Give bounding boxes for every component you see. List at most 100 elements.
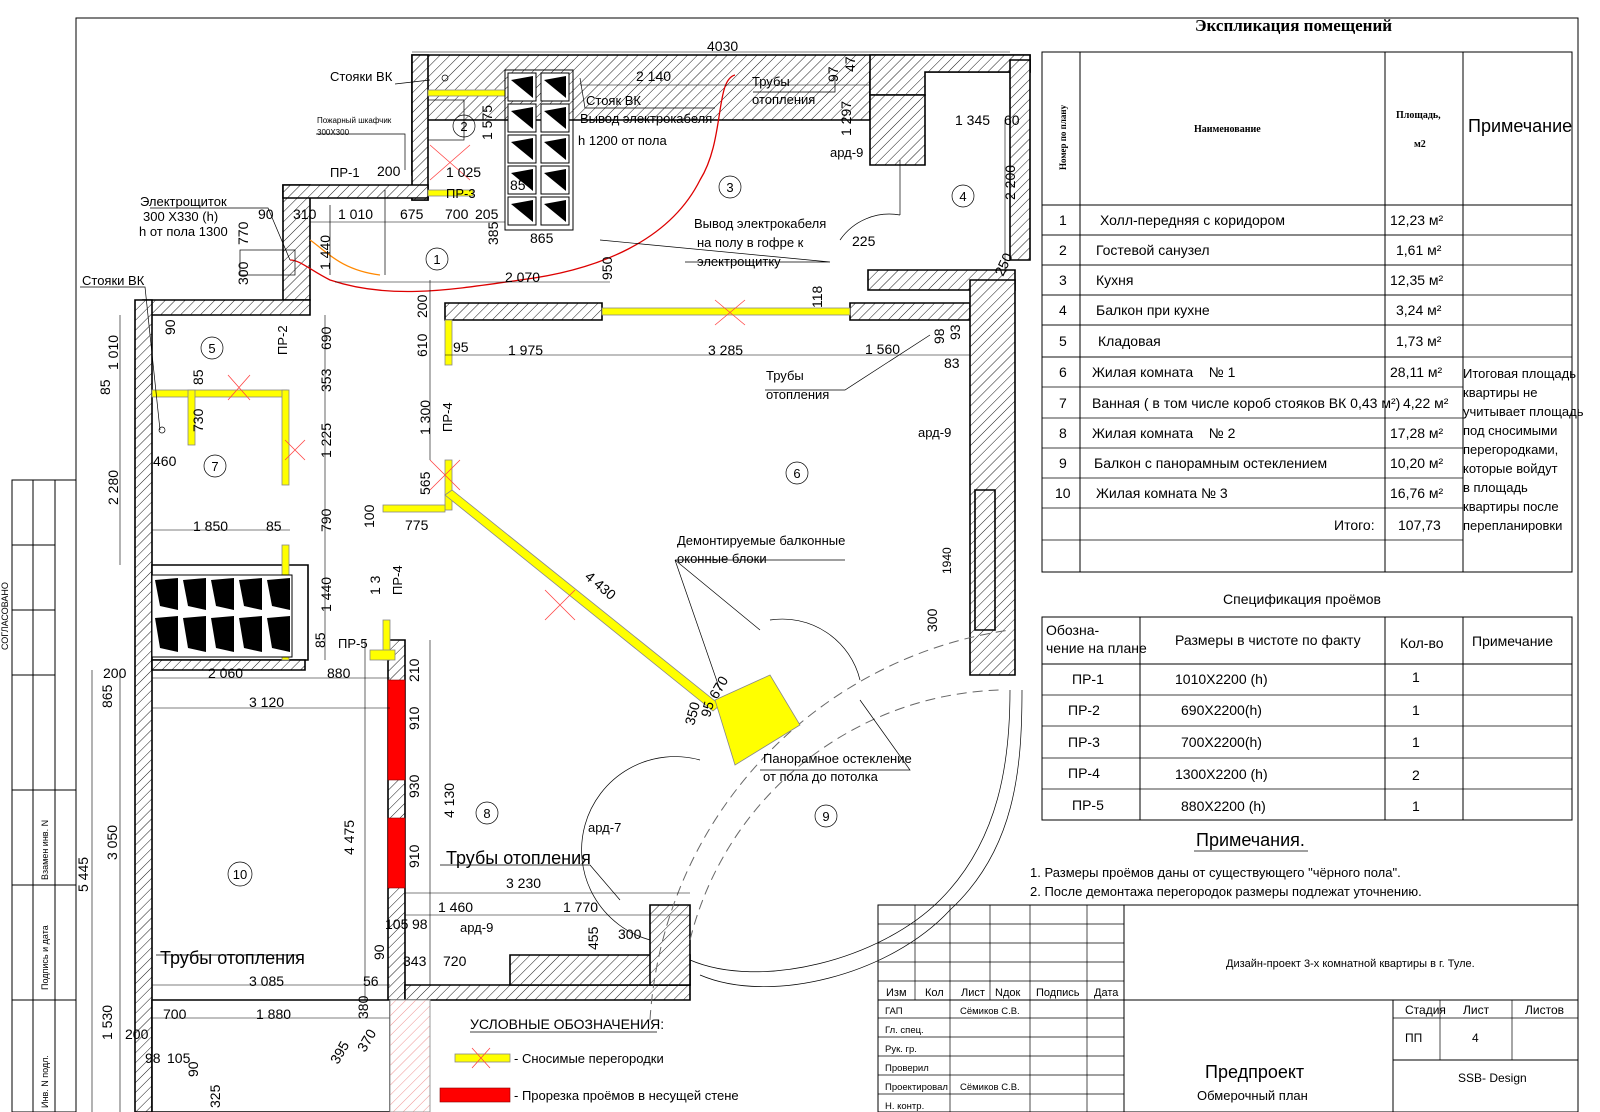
svg-text:4030: 4030 xyxy=(707,38,738,54)
svg-text:910: 910 xyxy=(406,706,422,730)
label-pipes-top-2: отопления xyxy=(752,92,815,107)
svg-text:85: 85 xyxy=(190,369,206,385)
svg-text:1: 1 xyxy=(1412,734,1420,750)
svg-text:Проверил: Проверил xyxy=(885,1063,929,1074)
svg-text:3 230: 3 230 xyxy=(506,875,541,891)
svg-text:93: 93 xyxy=(947,324,963,340)
svg-text:Проектировал: Проектировал xyxy=(885,1082,948,1093)
svg-text:300: 300 xyxy=(618,926,642,942)
svg-text:6: 6 xyxy=(793,466,800,481)
svg-text:1 560: 1 560 xyxy=(865,341,900,357)
dimension-lines xyxy=(91,51,1010,1112)
svg-text:90: 90 xyxy=(258,206,274,222)
room-8-marker: 8 xyxy=(475,801,499,825)
margin-sign-date: Подпись и дата xyxy=(40,925,50,990)
svg-text:1: 1 xyxy=(1412,702,1420,718)
leader-lines xyxy=(80,75,931,956)
stamp-col-date: Дата xyxy=(1094,987,1119,999)
sheet-frame: Взамен инв. N Подпись и дата Инв. N подл… xyxy=(0,17,1579,1112)
svg-text:85: 85 xyxy=(510,177,526,193)
row-1-area: 12,23 м² xyxy=(1390,212,1444,228)
svg-text:730: 730 xyxy=(190,408,206,432)
svg-text:910: 910 xyxy=(406,844,422,868)
stamp-gap-name: Сёмиков С.В. xyxy=(960,1006,1020,1017)
label-pipes-mid-2: отопления xyxy=(766,387,829,402)
svg-text:118: 118 xyxy=(809,285,825,308)
notes-title: Примечания. xyxy=(1196,830,1305,850)
stamp-title-2: Обмерочный план xyxy=(1197,1088,1308,1103)
label-pr4-b: ПР-4 xyxy=(390,565,405,595)
stamp-title-1: Предпроект xyxy=(1205,1062,1304,1082)
svg-text:1 575: 1 575 xyxy=(479,105,495,140)
svg-text:7: 7 xyxy=(211,459,218,474)
svg-text:2 060: 2 060 xyxy=(208,665,243,681)
openings-header-mark-1: Обозна- xyxy=(1046,622,1099,638)
legend-item-openings: - Прорезка проёмов в несущей стене xyxy=(514,1088,739,1103)
row-10-area: 16,76 м² xyxy=(1390,485,1444,501)
electrical-cables xyxy=(289,74,736,293)
svg-text:квартиры не: квартиры не xyxy=(1463,385,1537,400)
svg-text:85: 85 xyxy=(97,379,113,395)
label-panoramic-2: от пола до потолка xyxy=(763,769,879,784)
svg-text:85: 85 xyxy=(266,518,282,534)
row-1-name: Холл-передняя с коридором xyxy=(1100,212,1285,228)
svg-text:1 530: 1 530 xyxy=(99,1005,115,1040)
svg-text:4: 4 xyxy=(959,189,966,204)
row-5-name: Кладовая xyxy=(1098,333,1161,349)
legend: УСЛОВНЫЕ ОБОЗНАЧЕНИЯ: - Сносимые перегор… xyxy=(439,1016,739,1103)
svg-text:2 070: 2 070 xyxy=(505,269,540,285)
openings-header-note: Примечание xyxy=(1472,633,1553,649)
margin-agreed: СОГЛАСОВАНО xyxy=(0,582,10,650)
svg-text:2: 2 xyxy=(460,119,467,134)
svg-text:под сносимыми: под сносимыми xyxy=(1463,423,1557,438)
svg-text:1 975: 1 975 xyxy=(508,342,543,358)
openings-header-qty: Кол-во xyxy=(1400,635,1444,651)
svg-text:100: 100 xyxy=(361,504,377,528)
row-3-area: 12,35 м² xyxy=(1390,272,1444,288)
row-7-name: Ванная ( в том числе короб стояков ВК 0,… xyxy=(1092,395,1400,411)
svg-text:1: 1 xyxy=(433,252,440,267)
stamp-col-izm: Изм xyxy=(886,987,907,999)
svg-text:1 460: 1 460 xyxy=(438,899,473,915)
svg-text:300: 300 xyxy=(235,261,251,285)
row-6-name: Жилая комната № 1 xyxy=(1092,364,1236,380)
svg-text:200: 200 xyxy=(125,1026,149,1042)
explication-header-area: Площадь, xyxy=(1396,110,1441,121)
svg-text:Рук. гр.: Рук. гр. xyxy=(885,1044,917,1055)
svg-text:210: 210 xyxy=(406,658,422,682)
label-pr5: ПР-5 xyxy=(338,636,368,651)
svg-text:4 430: 4 430 xyxy=(582,568,619,603)
room-6-marker: 6 xyxy=(785,461,809,485)
explication-table: Экспликация помещений Номер по плану Наи… xyxy=(1041,16,1584,573)
row-9-num: 9 xyxy=(1059,455,1067,471)
svg-text:98: 98 xyxy=(412,916,428,932)
svg-text:200: 200 xyxy=(414,294,430,318)
row-9-area: 10,20 м² xyxy=(1390,455,1444,471)
svg-text:720: 720 xyxy=(443,953,467,969)
svg-text:которые войдут: которые войдут xyxy=(1463,461,1558,476)
svg-text:85: 85 xyxy=(312,632,328,648)
svg-text:2 140: 2 140 xyxy=(636,68,671,84)
notes-line-2: 2. После демонтажа перегородок размеры п… xyxy=(1030,884,1422,899)
label-risers-top: Стояки ВК xyxy=(330,69,393,84)
svg-text:1 880: 1 880 xyxy=(256,1006,291,1022)
room-7-marker: 7 xyxy=(203,454,227,478)
explication-total-label: Итого: xyxy=(1334,517,1375,533)
svg-text:1 770: 1 770 xyxy=(563,899,598,915)
svg-text:225: 225 xyxy=(852,233,876,249)
row-6-num: 6 xyxy=(1059,364,1067,380)
svg-text:610: 610 xyxy=(414,333,430,357)
svg-text:675: 675 xyxy=(400,206,424,222)
row-3-name: Кухня xyxy=(1096,272,1133,288)
riser-block-left xyxy=(151,574,293,658)
svg-text:ПР-5: ПР-5 xyxy=(1072,797,1104,813)
label-pr2: ПР-2 xyxy=(275,325,290,355)
svg-text:3 085: 3 085 xyxy=(249,973,284,989)
label-ard9-b: ард-9 xyxy=(918,425,951,440)
stamp-designer-name: Сёмиков С.В. xyxy=(960,1082,1020,1093)
bottom-wall-segment xyxy=(389,999,431,1112)
legend-yellow-swatch xyxy=(454,1053,511,1063)
svg-text:1 225: 1 225 xyxy=(318,423,334,458)
svg-text:60: 60 xyxy=(1004,112,1020,128)
label-risers-left: Стояки ВК xyxy=(82,273,145,288)
